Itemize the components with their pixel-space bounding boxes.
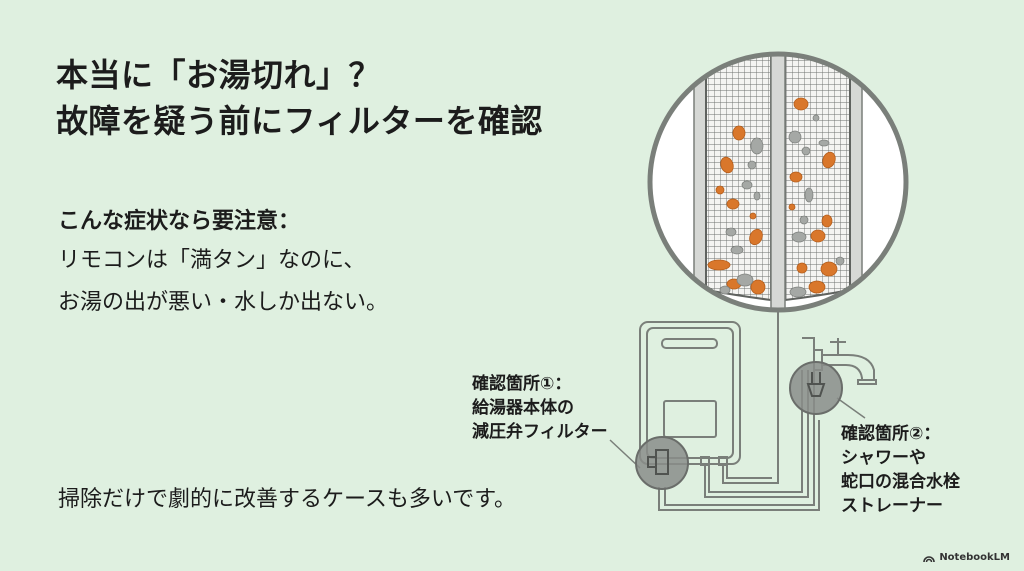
pipes bbox=[658, 337, 820, 511]
rust-debris bbox=[707, 97, 838, 295]
title-line-2: 故障を疑う前にフィルターを確認 bbox=[56, 102, 543, 140]
callout-label-1: 確認箇所①： 給湯器本体の 減圧弁フィルター bbox=[472, 372, 608, 444]
callout-label-2: 確認箇所②： シャワーや 蛇口の混合水栓 ストレーナー bbox=[841, 422, 960, 518]
callout-2-line-3: 蛇口の混合水栓 bbox=[841, 472, 960, 492]
callout-1-line-1: 確認箇所①： bbox=[472, 374, 572, 394]
sediment-debris bbox=[719, 114, 845, 298]
callout-2-line-1: 確認箇所②： bbox=[841, 424, 941, 444]
magnified-filter-view bbox=[647, 51, 909, 313]
title-line-1: 本当に「お湯切れ」？ bbox=[56, 56, 382, 94]
notebooklm-icon bbox=[923, 556, 936, 562]
callout-1-line-2: 給湯器本体の bbox=[472, 398, 574, 418]
symptoms-line-2: お湯の出が悪い・水しか出ない。 bbox=[58, 290, 389, 315]
callout-1-line-3: 減圧弁フィルター bbox=[472, 422, 608, 442]
callout-2-line-2: シャワーや bbox=[841, 448, 926, 468]
bottom-note: 掃除だけで劇的に改善するケースも多いです。 bbox=[58, 487, 517, 512]
callout-2-line-4: ストレーナー bbox=[841, 496, 943, 516]
notebooklm-logo: NotebookLM bbox=[923, 552, 1010, 563]
symptoms-body: リモコンは「満タン」なのに、 お湯の出が悪い・水しか出ない。 bbox=[58, 240, 388, 324]
notebooklm-label: NotebookLM bbox=[939, 552, 1010, 563]
symptoms-heading: こんな症状なら要注意： bbox=[58, 209, 301, 234]
page-title: 本当に「お湯切れ」？ 故障を疑う前にフィルターを確認 bbox=[56, 52, 543, 144]
callout-circle-2 bbox=[789, 361, 866, 419]
symptoms-line-1: リモコンは「満タン」なのに、 bbox=[58, 248, 366, 273]
water-heater bbox=[639, 321, 741, 466]
callout-circle-1 bbox=[609, 436, 689, 490]
